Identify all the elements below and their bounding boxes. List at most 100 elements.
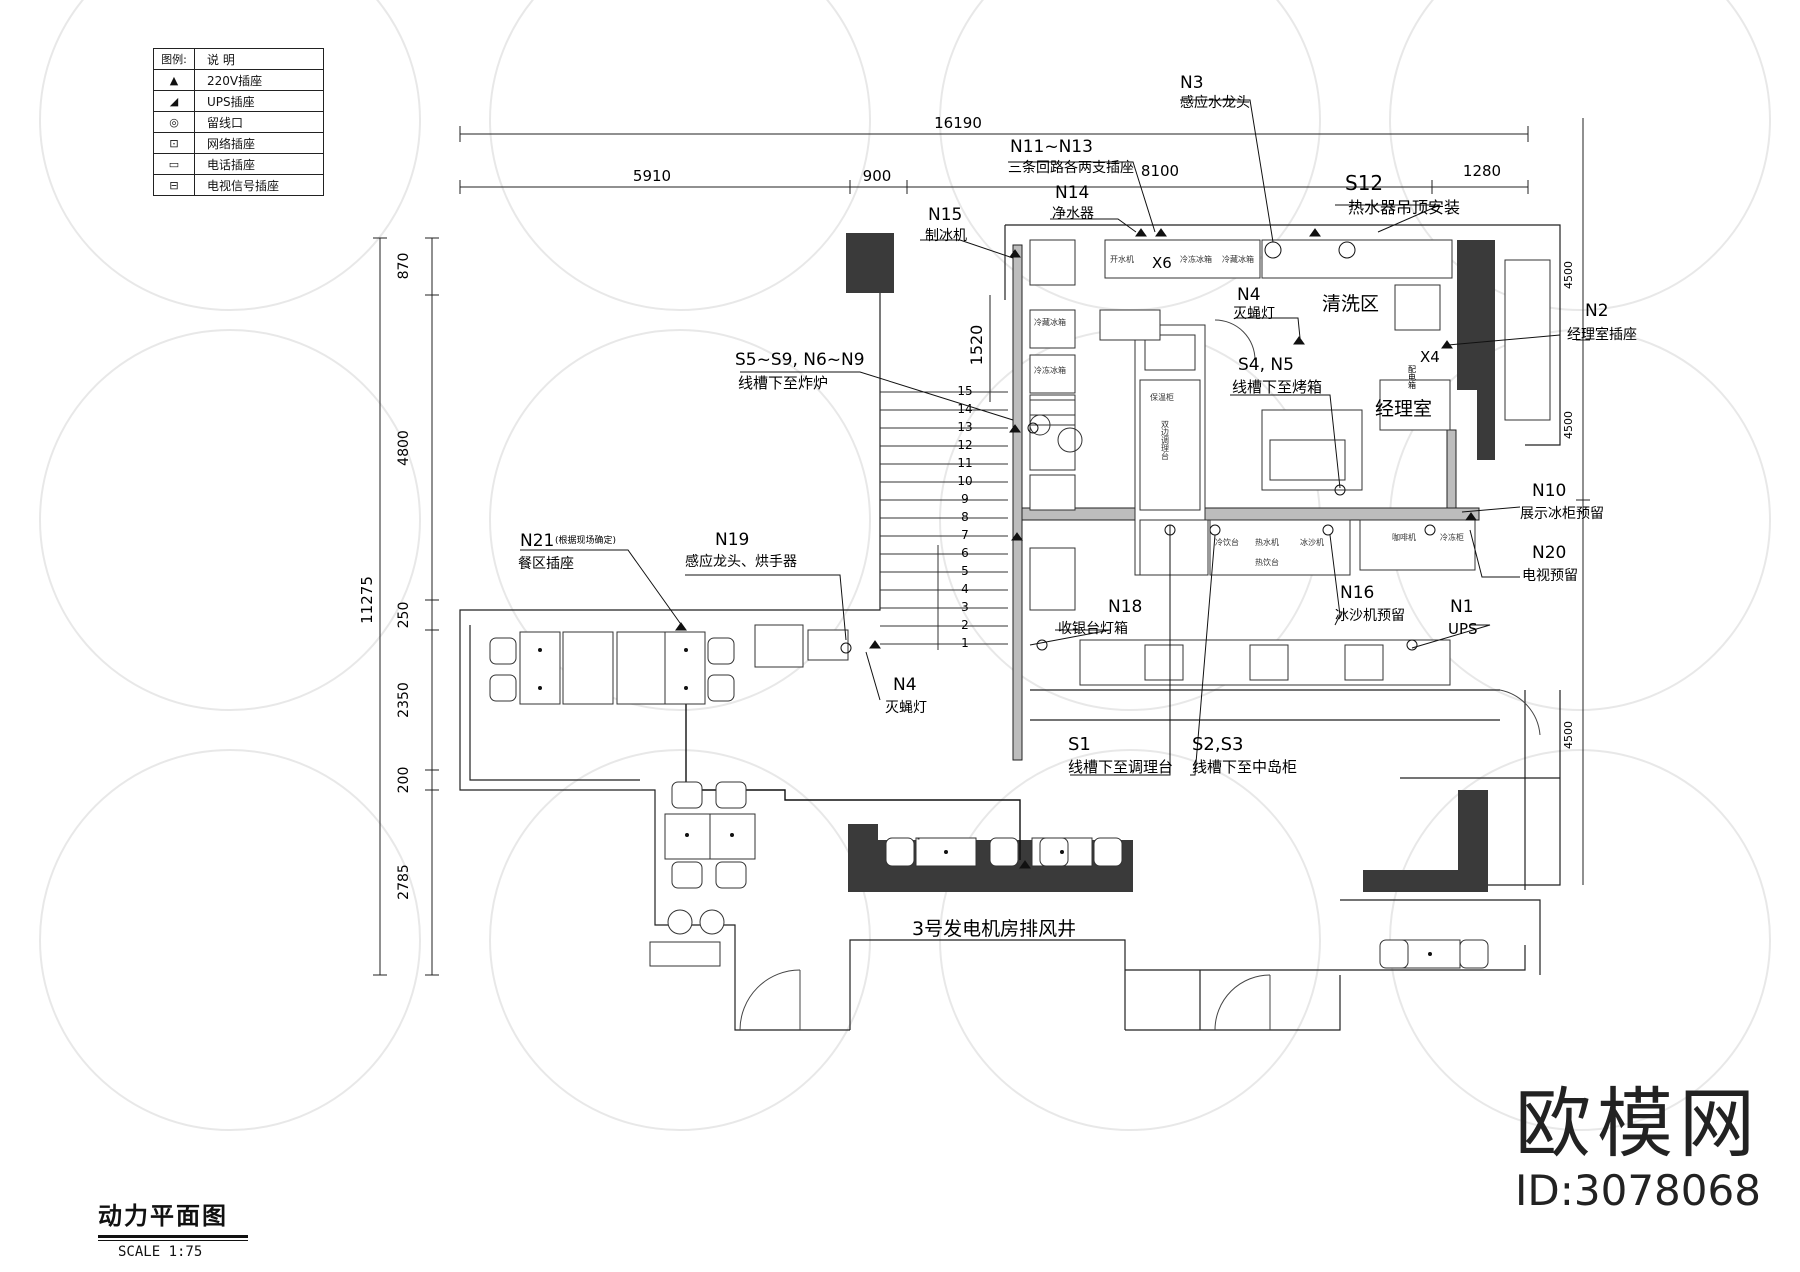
dim-inner-1520: 1520	[967, 325, 986, 366]
dim-left-b: 4800	[396, 430, 412, 466]
label-n4a-text: 灭蝇灯	[1233, 306, 1275, 322]
label-n4a-code: N4	[1237, 285, 1261, 305]
left-dimensions	[373, 237, 439, 976]
equipment-label: 保温柜	[1150, 392, 1174, 402]
legend-row: ⊡ 网络插座	[154, 132, 323, 153]
equipment-label: 冷藏冰箱	[1034, 317, 1066, 327]
annotations: N3 感应水龙头 N11~N13 三条回路各两支插座 N14 净水器 N15 制…	[518, 73, 1637, 776]
equipment-label: 冷藏冰箱	[1222, 254, 1254, 264]
legend-table: 图例: 说 明 ▲ 220V插座 ◢ UPS插座 ◎ 留线口 ⊡ 网络插座 ▭ …	[153, 48, 324, 196]
stair-step: 5	[961, 564, 969, 578]
label-n19-text: 感应龙头、烘手器	[685, 553, 797, 570]
room-distribution: 配电箱	[1408, 365, 1417, 390]
label-n18-code: N18	[1108, 597, 1142, 617]
legend-label: 电视信号插座	[207, 178, 280, 193]
label-n1-code: N1	[1450, 597, 1474, 617]
stair-step: 1	[961, 636, 969, 650]
stair-step: 13	[957, 420, 972, 434]
triangle-icon: ▲	[154, 70, 195, 90]
legend-header-symbol: 图例:	[154, 49, 195, 69]
label-n1-text: UPS	[1448, 620, 1478, 638]
dim-top-c: 8100	[1141, 162, 1179, 180]
label-n16-code: N16	[1340, 583, 1374, 603]
label-n11-code: N11~N13	[1010, 137, 1093, 157]
stair-step: 14	[957, 402, 972, 416]
label-n18-text: 收银台灯箱	[1058, 621, 1128, 637]
building-walls	[459, 224, 1561, 1031]
dim-right-b: 4500	[1562, 411, 1575, 439]
drawing-title: 动力平面图	[98, 1202, 228, 1230]
label-s4-code: S4, N5	[1238, 355, 1294, 375]
legend-label: 220V插座	[207, 73, 263, 88]
network-socket-icon: ⊡	[154, 133, 195, 153]
label-x4: X4	[1420, 348, 1440, 366]
label-s4-text: 线槽下至烤箱	[1232, 378, 1322, 396]
label-n15-text: 制冰机	[925, 228, 967, 244]
legend-label: 网络插座	[207, 136, 256, 151]
stair-step: 9	[961, 492, 969, 506]
brand-id: ID:3078068	[1515, 1166, 1761, 1215]
label-s2-text: 线槽下至中岛柜	[1192, 758, 1297, 776]
legend-row: ◎ 留线口	[154, 111, 323, 132]
title-rule-thin	[98, 1240, 248, 1241]
dim-top-a: 5910	[633, 167, 671, 185]
equipment-label: 冰沙机	[1300, 537, 1324, 547]
label-n21-small: (根据现场确定)	[555, 534, 616, 546]
label-n3-code: N3	[1180, 73, 1204, 93]
legend-label: 电话插座	[207, 157, 256, 172]
equipment-label: 双边调理台	[1161, 420, 1170, 461]
dim-left-d: 2350	[396, 682, 412, 718]
label-n19-code: N19	[715, 530, 749, 550]
fryer-station	[1029, 394, 1083, 471]
label-n11-text: 三条回路各两支插座	[1008, 159, 1134, 176]
room-shaft: 3号发电机房排风井	[912, 918, 1076, 940]
tv-socket-icon: ⊟	[154, 175, 195, 195]
label-n15-code: N15	[928, 205, 962, 225]
label-n3-text: 感应水龙头	[1180, 94, 1250, 111]
label-n14-text: 净水器	[1052, 206, 1094, 222]
legend-row: ⊟ 电视信号插座	[154, 174, 323, 195]
label-n16-text: 冰沙机预留	[1335, 608, 1405, 624]
stair-step: 7	[961, 528, 969, 542]
legend-row: ▲ 220V插座	[154, 69, 323, 90]
kitchen-equipment	[754, 239, 1551, 686]
dim-left-total: 11275	[358, 576, 376, 624]
label-s1-text: 线槽下至调理台	[1068, 758, 1173, 776]
label-n4b-text: 灭蝇灯	[885, 700, 927, 716]
label-n14-code: N14	[1055, 183, 1089, 203]
label-x6: X6	[1152, 254, 1172, 272]
equipment-label: 冷冻冰箱	[1180, 254, 1212, 264]
label-n2-code: N2	[1585, 301, 1609, 321]
stair-step: 12	[957, 438, 972, 452]
phone-socket-icon: ▭	[154, 154, 195, 174]
cable-outlet-icon: ◎	[154, 112, 195, 132]
ups-socket-icon: ◢	[154, 91, 195, 111]
equipment-label: 冷冻柜	[1440, 532, 1464, 542]
dim-right-a: 4500	[1562, 261, 1575, 289]
dim-top-d: 1280	[1463, 162, 1501, 180]
label-s5-text: 线槽下至炸炉	[738, 374, 828, 392]
legend-row: ◢ UPS插座	[154, 90, 323, 111]
dining-chairs	[489, 637, 1489, 969]
staircase	[880, 391, 1008, 650]
equipment-label: 热饮台	[1255, 557, 1279, 567]
table-dots	[538, 648, 1432, 956]
legend-header: 图例: 说 明	[154, 49, 323, 69]
label-s2-code: S2,S3	[1192, 734, 1243, 755]
dim-right-c: 4500	[1562, 721, 1575, 749]
equipment-label: 冷冻冰箱	[1034, 365, 1066, 375]
dim-top-b: 900	[863, 167, 892, 185]
legend-label: UPS插座	[207, 94, 255, 109]
equipment-label: 开水机	[1110, 254, 1134, 264]
equipment-label: 热水机	[1255, 537, 1279, 547]
label-n2-text: 经理室插座	[1567, 326, 1637, 343]
legend-row: ▭ 电话插座	[154, 153, 323, 174]
room-labels: 清洗区 经理室 3号发电机房排风井 配电箱	[912, 293, 1432, 940]
label-n21-text: 餐区插座	[518, 556, 574, 572]
leader-lines	[520, 99, 1561, 776]
outlet-symbols	[675, 228, 1477, 869]
right-dimensions	[1576, 118, 1590, 885]
stair-numbers: 15 14 13 12 11 10 9 8 7 6 5 4 3 2 1	[957, 384, 972, 650]
label-n21-code: N21	[520, 531, 554, 551]
